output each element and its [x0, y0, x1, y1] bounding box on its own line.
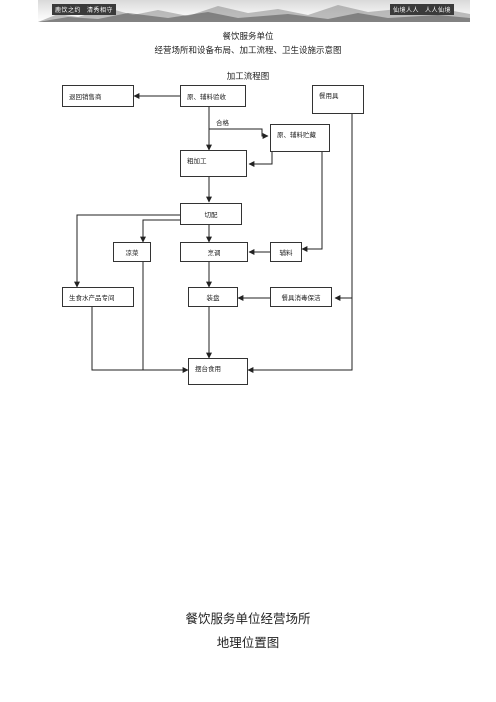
- box-cutting: 切配: [180, 203, 242, 225]
- arrow-storage-to-rough: [248, 152, 273, 167]
- arrow-cutting-to-cold-dish: [140, 219, 180, 243]
- footer-subtitle: 地理位置图: [216, 635, 280, 650]
- flow-chart-title: 加工流程图: [226, 72, 270, 82]
- arrow-raw-seafood-to-serve: [91, 307, 189, 373]
- box-raw-seafood-room: 生食水产品专间: [62, 287, 134, 307]
- banner-text-left-2: 清秀相守: [84, 4, 117, 15]
- arrow-tableware-to-serve: [247, 290, 353, 373]
- mountain-landscape-image: [38, 5, 470, 22]
- box-storage: 原、辅料贮藏: [270, 124, 330, 152]
- arrow-tableware-to-disinfect: [334, 114, 353, 301]
- banner-text-left-1: 鹿饮之约: [52, 4, 85, 15]
- box-serve: 摆台食用: [188, 358, 248, 385]
- box-plating: 装盘: [188, 287, 238, 307]
- box-tableware: 餐用具: [312, 85, 364, 114]
- box-disinfect: 餐具消毒保洁: [270, 287, 332, 307]
- box-auxiliary: 辅料: [270, 242, 302, 262]
- arrow-to-storage: [209, 128, 269, 139]
- box-rough-processing: 粗加工: [180, 150, 247, 177]
- banner-text-right-1: 仙境人人: [390, 4, 423, 15]
- banner-text-right-2: 人人仙境: [422, 4, 455, 15]
- box-acceptance: 原、辅料验收: [180, 85, 246, 107]
- arrow-storage-line-to-auxiliary: [301, 152, 323, 252]
- box-cooking: 烹调: [180, 242, 248, 262]
- arrow-cutting-to-raw-seafood: [74, 214, 180, 288]
- page-subtitle: 经营场所和设备布局、加工流程、卫生设施示意图: [154, 46, 342, 56]
- box-return-supplier: 退回销售商: [62, 85, 134, 107]
- header-banner: 鹿饮之约 清秀相守 仙境人人 人人仙境: [38, 0, 470, 22]
- label-qualified: 合格: [216, 119, 229, 127]
- page-title: 餐饮服务单位: [222, 32, 274, 42]
- footer-title: 餐饮服务单位经营场所: [185, 611, 311, 626]
- box-cold-dish: 凉菜: [113, 242, 151, 262]
